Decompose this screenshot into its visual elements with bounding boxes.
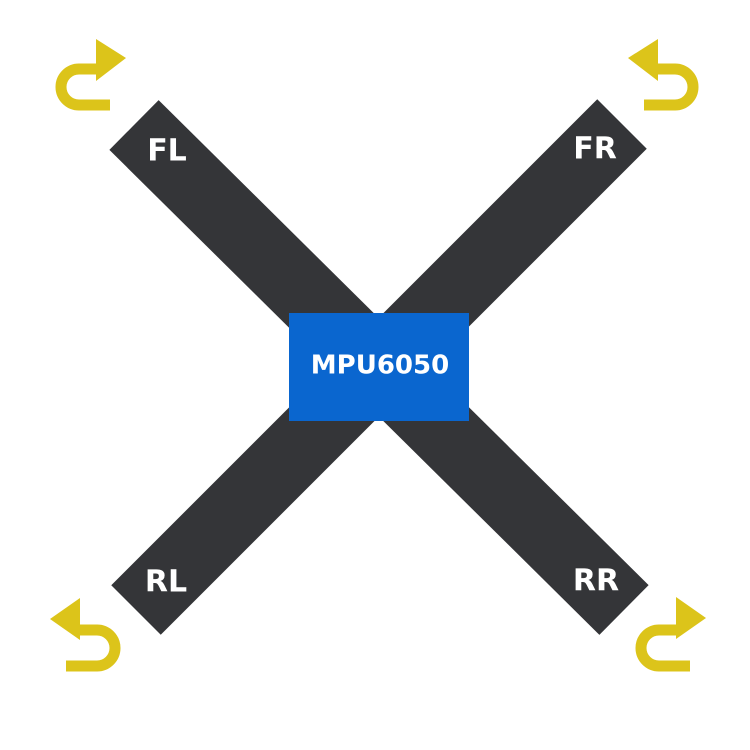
arm-label-rr: RR: [573, 564, 619, 599]
arm-label-fl: FL: [147, 134, 187, 169]
controller-board: [289, 313, 469, 421]
controller-label: MPU6050: [311, 351, 449, 381]
arm-label-rl: RL: [145, 565, 187, 600]
arm-label-fr: FR: [573, 132, 617, 167]
rotate-counterclockwise-arrow-icon: [628, 39, 699, 111]
rotate-clockwise-arrow-icon: [635, 597, 706, 672]
rotate-counterclockwise-arrow-icon: [50, 598, 121, 672]
rotate-clockwise-arrow-icon: [55, 39, 126, 111]
